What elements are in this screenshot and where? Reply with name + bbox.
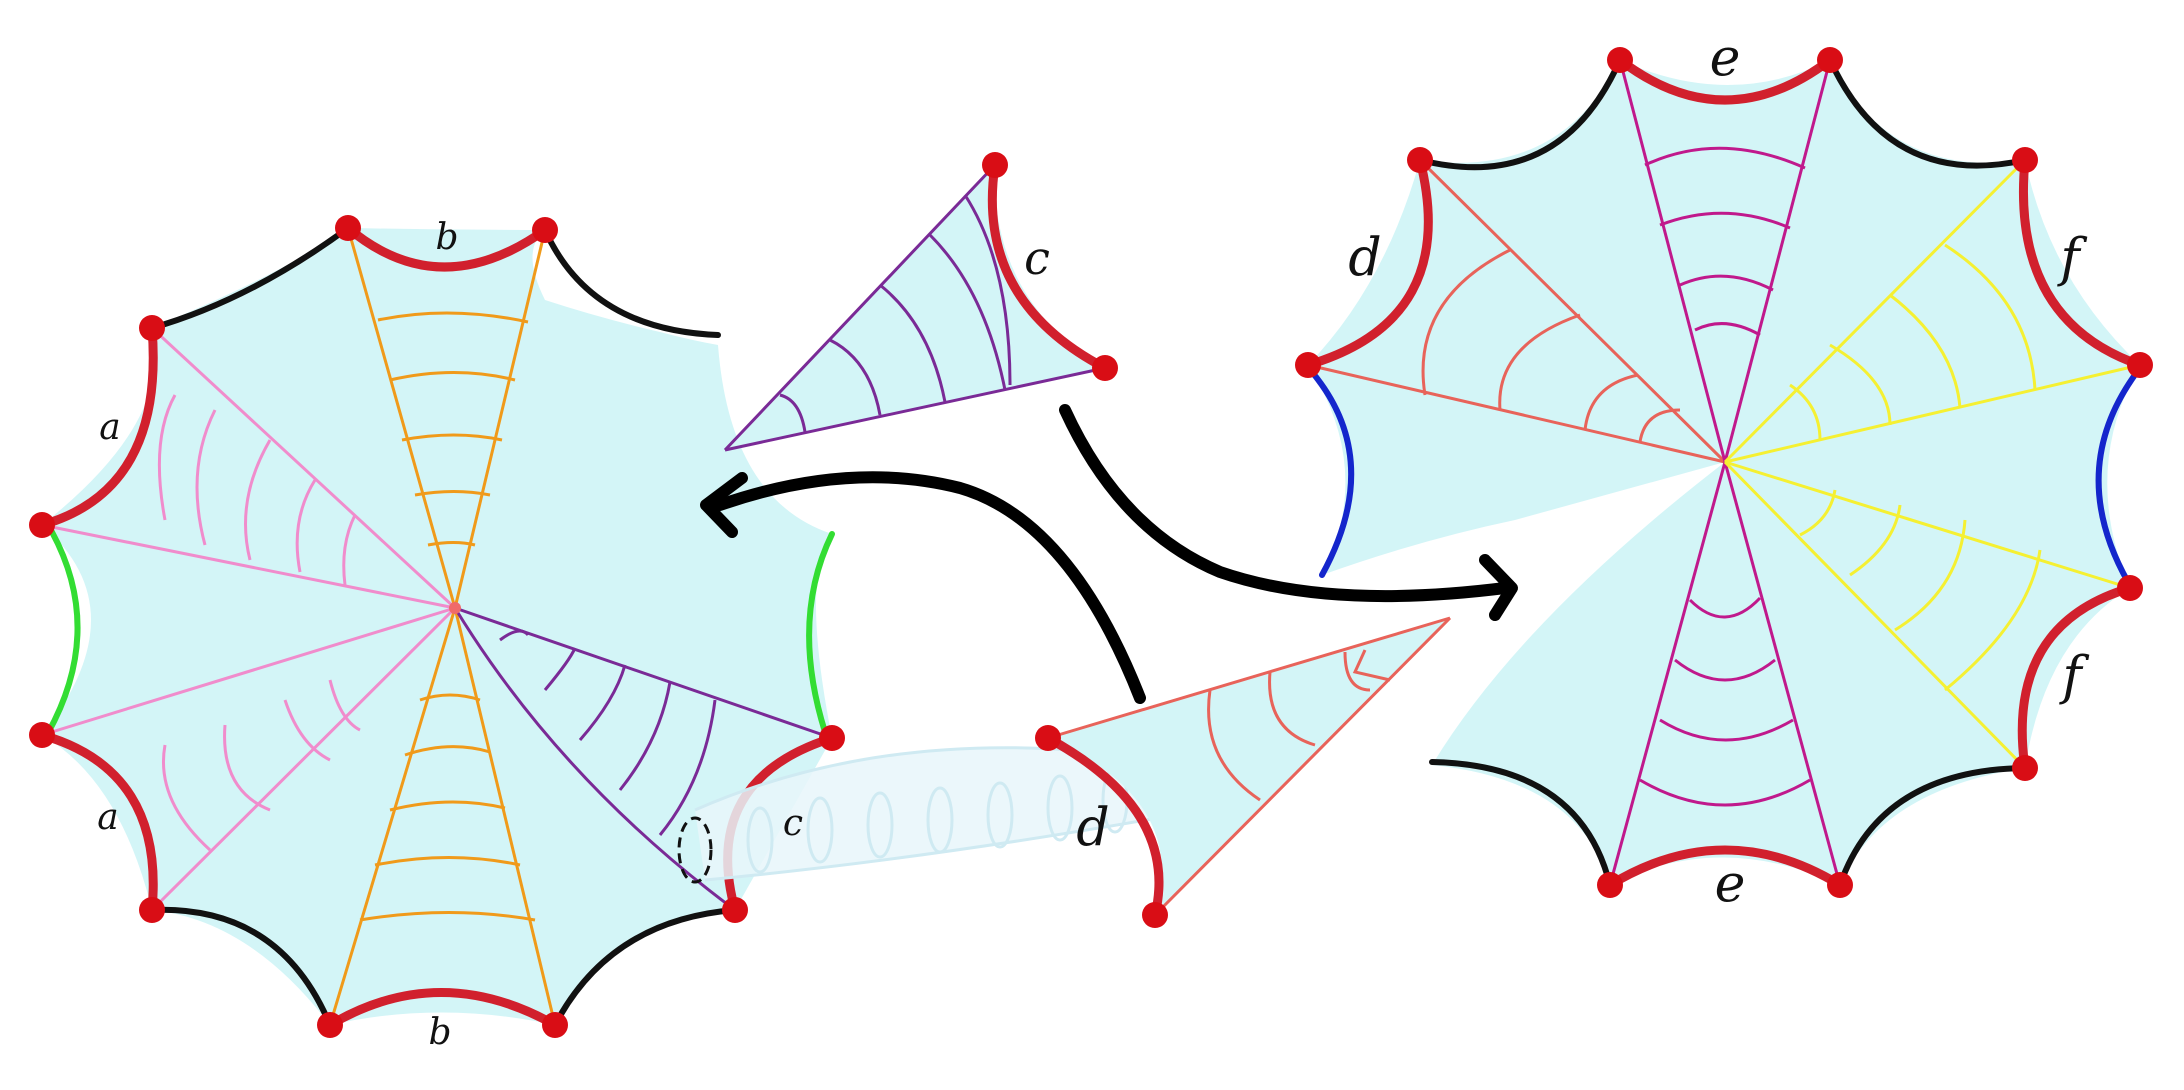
right-edge-black-bl <box>1429 759 1613 888</box>
triangle-c-fill <box>725 165 1105 450</box>
left-orange-web <box>328 227 557 1026</box>
gluing-tube: c <box>677 746 1201 884</box>
left-edge-b-bottom <box>325 988 560 1030</box>
label-a-lower: a <box>97 797 118 838</box>
vertex-dot <box>139 897 165 923</box>
right-edge-f-lower <box>2017 583 2135 773</box>
label-b-bottom: b <box>428 1012 451 1053</box>
right-polygon: e d f f e <box>1295 29 2153 915</box>
vertex-dot <box>2127 352 2153 378</box>
center-dot <box>449 602 461 614</box>
left-edge-b-top <box>343 223 550 272</box>
vertex-dot <box>1827 872 1853 898</box>
vertex-dot <box>1295 352 1321 378</box>
vertex-dot <box>1407 147 1433 173</box>
right-vertices <box>1295 47 2153 898</box>
curved-arrow-icon <box>700 471 1146 704</box>
right-edge-blue-right <box>2095 369 2140 585</box>
label-e-top: e <box>1710 29 1741 89</box>
left-edge-black-top <box>542 227 721 338</box>
vertex-dot <box>1142 902 1168 928</box>
right-edge-d <box>1303 155 1433 370</box>
label-f-upper: f <box>2056 229 2087 289</box>
vertex-dot <box>1607 47 1633 73</box>
vertex-dot <box>335 215 361 241</box>
right-magenta-web <box>1608 59 1842 886</box>
left-vertices <box>29 215 845 1038</box>
vertex-dot <box>2012 755 2038 781</box>
right-edge-e-top <box>1615 55 1835 105</box>
left-edge-green-right <box>806 531 835 735</box>
vertex-dot <box>2117 575 2143 601</box>
triangle-d: d <box>1035 616 1452 928</box>
left-pink-web <box>41 326 457 912</box>
triangle-d-fill <box>1048 618 1450 915</box>
right-edge-e-bottom <box>1605 845 1845 890</box>
vertex-dot <box>542 1012 568 1038</box>
vertex-dot <box>29 512 55 538</box>
left-edge-a-lower <box>37 730 158 915</box>
right-salmon-web <box>1307 158 1727 464</box>
triangle-c: c <box>723 152 1118 452</box>
vertex-dot <box>1035 725 1061 751</box>
triangle-c-edge <box>987 160 1110 373</box>
left-edge-green-left <box>45 529 81 736</box>
left-purple-web <box>453 606 833 912</box>
left-polygon: b a a b <box>29 215 845 1053</box>
right-polygon-fill <box>1308 60 2140 885</box>
vertex-dot <box>317 1012 343 1038</box>
label-e-bottom: e <box>1715 855 1746 915</box>
vertex-dot <box>819 725 845 751</box>
label-f-lower: f <box>2058 647 2089 707</box>
vertex-dot <box>722 897 748 923</box>
left-edge-a-upper <box>37 323 158 530</box>
label-c-left: c <box>783 803 803 844</box>
vertex-dot <box>532 217 558 243</box>
label-d-right: d <box>1348 229 1381 289</box>
vertex-dot <box>29 722 55 748</box>
label-d-triangle: d <box>1076 799 1109 859</box>
right-yellow-web <box>1723 158 2141 770</box>
left-edge-black-bl <box>149 906 333 1028</box>
vertex-dot <box>139 315 165 341</box>
right-polygon-edges <box>1303 55 2145 890</box>
curved-arrow-icon <box>1059 404 1518 621</box>
vertex-dot <box>2012 147 2038 173</box>
left-edge-black-br <box>552 907 738 1028</box>
vertex-dot <box>1817 47 1843 73</box>
right-edge-black-br <box>1837 765 2028 888</box>
right-edge-f-upper <box>2018 155 2145 370</box>
right-edge-blue-left <box>1309 369 1355 578</box>
right-edge-black-tl <box>1417 57 1623 171</box>
label-b-top: b <box>435 217 458 258</box>
label-a-upper: a <box>99 407 120 448</box>
vertex-dot <box>1597 872 1623 898</box>
triangle-d-edge <box>1043 733 1164 920</box>
label-c-triangle: c <box>1024 231 1050 285</box>
vertex-dot <box>982 152 1008 178</box>
vertex-dot <box>1092 355 1118 381</box>
right-edge-black-tr <box>1827 57 2028 169</box>
left-polygon-edges <box>37 223 837 1030</box>
tube-end-left <box>677 816 713 884</box>
left-edge-black-tl <box>149 225 351 331</box>
